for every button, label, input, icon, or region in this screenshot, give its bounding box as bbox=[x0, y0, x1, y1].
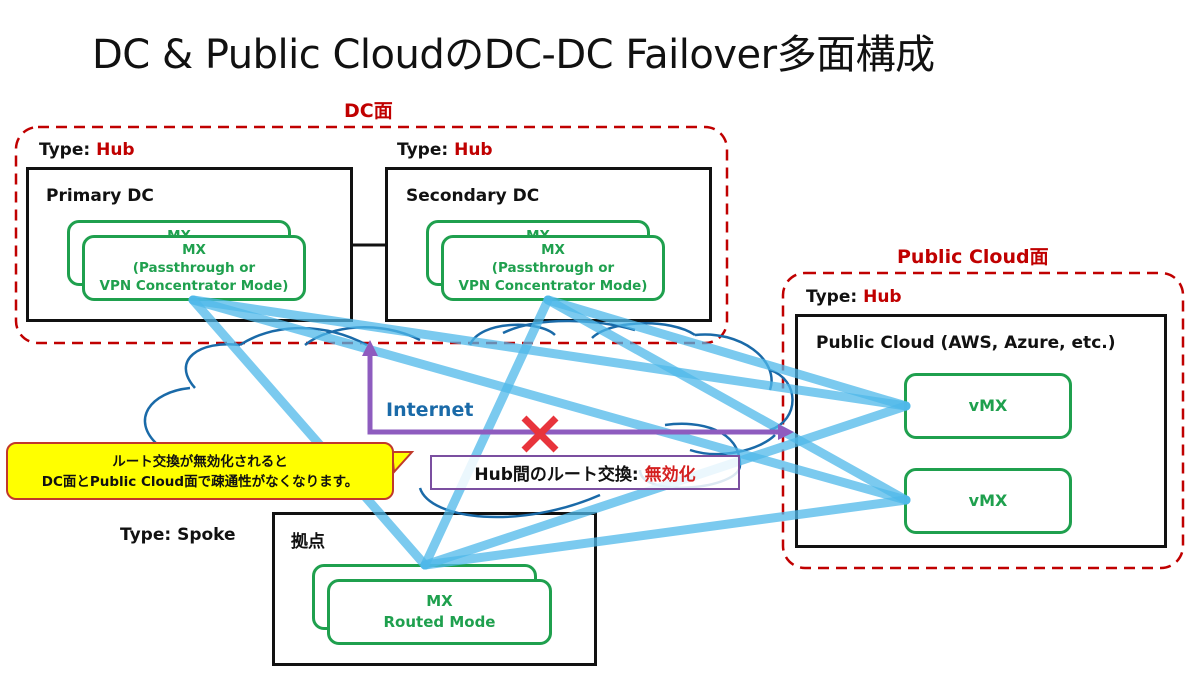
device-name: MX bbox=[426, 592, 453, 610]
primary-mx[interactable]: MX (Passthrough or VPN Concentrator Mode… bbox=[82, 235, 306, 301]
public-cloud-zone-label: Public Cloud面 bbox=[897, 246, 1049, 268]
secondary-mx[interactable]: MX (Passthrough or VPN Concentrator Mode… bbox=[441, 235, 665, 301]
primary-dc-type: Hub bbox=[96, 140, 135, 160]
vmx-2[interactable]: vMX bbox=[904, 468, 1072, 534]
device-mode: (Passthrough or bbox=[491, 260, 615, 276]
device-mode: Routed Mode bbox=[383, 613, 496, 631]
device-mode: VPN Concentrator Mode) bbox=[458, 278, 648, 294]
device-name: vMX bbox=[968, 491, 1008, 510]
secondary-dc-type: Hub bbox=[454, 140, 493, 160]
branch-mx[interactable]: MX Routed Mode bbox=[327, 579, 552, 645]
device-name: MX bbox=[182, 242, 206, 258]
warning-callout: ルート交換が無効化されると DC面とPublic Cloud面で疎通性がなくなり… bbox=[6, 442, 394, 500]
dc-zone-label: DC面 bbox=[344, 100, 393, 122]
primary-dc-type-label: Type: Hub bbox=[39, 140, 135, 160]
public-cloud-type-label: Type: Hub bbox=[806, 287, 902, 307]
secondary-dc-title: Secondary DC bbox=[406, 186, 540, 206]
branch-type-label: Type: Spoke bbox=[120, 525, 236, 545]
cross-icon bbox=[521, 415, 559, 453]
vmx-1[interactable]: vMX bbox=[904, 373, 1072, 439]
route-exchange-disabled: 無効化 bbox=[644, 465, 696, 485]
public-cloud-title: Public Cloud (AWS, Azure, etc.) bbox=[816, 333, 1116, 353]
callout-pointer bbox=[390, 451, 415, 475]
secondary-dc-type-label: Type: Hub bbox=[397, 140, 493, 160]
device-name: vMX bbox=[968, 396, 1008, 415]
route-exchange-status: Hub間のルート交換: 無効化 bbox=[430, 455, 740, 490]
public-cloud-type: Hub bbox=[863, 287, 902, 307]
page-title: DC & Public CloudのDC-DC Failover多面構成 bbox=[92, 32, 935, 78]
device-mode: (Passthrough or bbox=[132, 260, 256, 276]
primary-dc-title: Primary DC bbox=[46, 186, 154, 206]
device-mode: VPN Concentrator Mode) bbox=[99, 278, 289, 294]
internet-label: Internet bbox=[386, 399, 474, 421]
device-name: MX bbox=[541, 242, 565, 258]
branch-title: 拠点 bbox=[291, 532, 325, 552]
route-exchange-arrow bbox=[362, 340, 794, 440]
